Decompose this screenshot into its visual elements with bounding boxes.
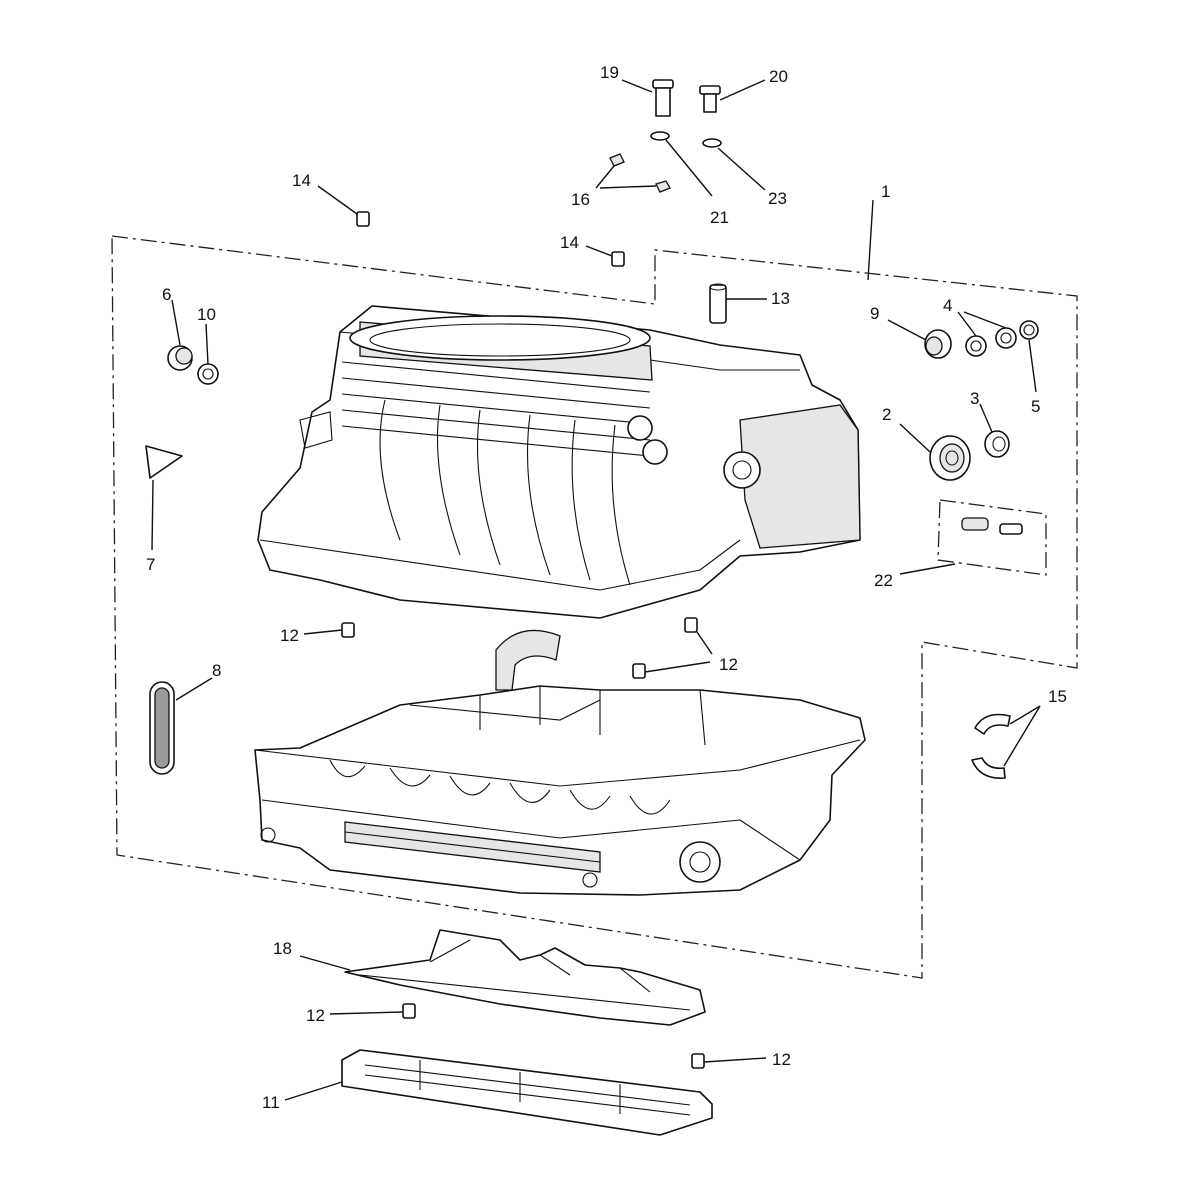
sump-plate-11 [341,1049,713,1136]
callout-14-a: 14 [292,171,311,190]
dowel-tube-13 [709,283,727,324]
washer-10 [197,363,219,385]
plug-6 [167,345,193,371]
callout-23: 23 [768,189,787,208]
seal-4 [965,327,1017,357]
leader-lines [151,79,1041,1101]
lower-crankcase [254,685,866,896]
o-ring-5 [1019,320,1039,340]
dowel-12c [632,663,646,679]
callout-13: 13 [771,289,790,308]
callout-12-b: 12 [719,655,738,674]
bolt-19 [652,79,674,117]
callout-19: 19 [600,63,619,82]
washer-23 [702,138,722,148]
callout-16: 16 [571,190,590,209]
callout-labels: 1 2 3 4 5 6 7 8 9 10 11 12 12 12 12 13 1… [146,63,1067,1112]
sealant-7 [145,445,183,479]
callout-14-b: 14 [560,233,579,252]
callout-10: 10 [197,305,216,324]
callout-12-d: 12 [772,1050,791,1069]
assembly-boundary-outline [111,235,1078,979]
plug-9 [924,329,952,359]
dowel-12e [691,1053,705,1069]
callout-21: 21 [710,208,729,227]
baffle-plate-18 [344,929,706,1026]
bearing-cap [495,629,561,691]
dowel-14a [356,211,370,227]
callout-2: 2 [882,405,891,424]
callout-15: 15 [1048,687,1067,706]
callout-9: 9 [870,304,879,323]
callout-5: 5 [1031,397,1040,416]
bearing-2 [929,435,971,481]
dowel-12b [684,617,698,633]
dowel-12d [402,1003,416,1019]
bearing-shell-15 [971,713,1011,779]
dowel-16b [655,180,671,193]
dowel-14b [611,251,625,267]
callout-20: 20 [769,67,788,86]
callout-22: 22 [874,571,893,590]
washer-21 [650,131,670,141]
callout-1: 1 [881,182,890,201]
callout-12-a: 12 [280,626,299,645]
upper-crankcase [257,305,861,619]
callout-6: 6 [162,285,171,304]
callout-18: 18 [273,939,292,958]
kit-22 [937,499,1047,576]
gasket-strip-8 [149,681,175,775]
callout-8: 8 [212,661,221,680]
bush-3 [984,430,1010,458]
callout-4: 4 [943,296,952,315]
callout-12-c: 12 [306,1006,325,1025]
dowel-16a [609,153,625,167]
callout-11: 11 [262,1093,280,1112]
bolt-20 [699,85,721,113]
callout-3: 3 [970,389,979,408]
callout-7: 7 [146,555,155,574]
dowel-12a [341,622,355,638]
